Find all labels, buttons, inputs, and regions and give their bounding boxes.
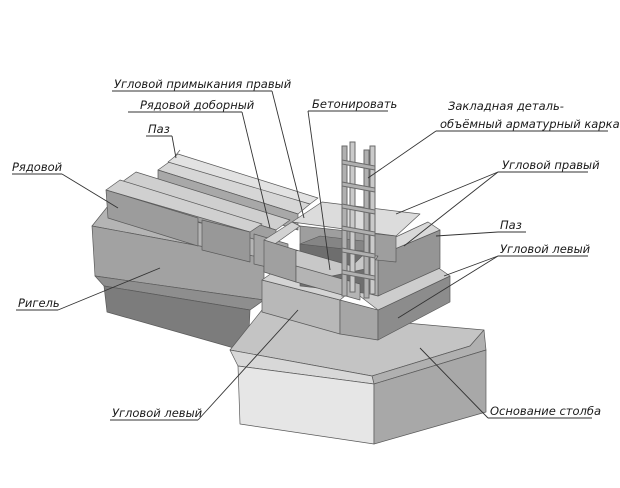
leader-groove-right [435, 231, 499, 237]
label-beam: Ригель [18, 296, 60, 310]
pillar-base [229, 309, 487, 445]
leader-corner-right-2 [403, 171, 499, 247]
label-groove-left: Паз [148, 122, 170, 136]
leader-lines [12, 90, 608, 421]
leader-embedded [367, 130, 437, 179]
label-groove-right: Паз [500, 218, 522, 232]
leader-pillar-base [419, 347, 489, 419]
leader-concrete [307, 110, 331, 271]
rebar-ring-1 [341, 159, 376, 171]
rebar-post-4 [369, 145, 376, 295]
rebar-ring-4 [341, 225, 376, 237]
groove-strip [167, 153, 319, 205]
rebar-ring-2 [341, 181, 376, 193]
labels: Угловой примыкания правый Рядовой доборн… [12, 77, 620, 420]
leader-beam [57, 267, 161, 311]
label-corner-left-right: Угловой левый [500, 242, 591, 256]
rebar-post-2 [363, 149, 370, 299]
leader-corner-left-right-1 [443, 255, 499, 277]
leader-corner-left-right-2 [397, 255, 499, 319]
leader-corner-adjoining-right [271, 90, 305, 219]
rebar-ring-3 [341, 203, 376, 215]
rebar-post-3 [349, 141, 356, 293]
leader-corner-right-1 [395, 171, 499, 215]
leader-corner-left-bottom [197, 309, 299, 421]
leader-groove-left [171, 135, 177, 159]
label-row-additional: Рядовой доборный [140, 98, 255, 112]
rebar-ring-6 [341, 269, 376, 281]
label-corner-right: Угловой правый [502, 158, 600, 172]
rebar-post-1 [341, 145, 348, 297]
leader-row-additional [241, 111, 271, 229]
label-row: Рядовой [12, 160, 63, 174]
label-corner-adjoining-right: Угловой примыкания правый [114, 77, 292, 91]
label-corner-left-bottom: Угловой левый [112, 406, 203, 420]
label-embedded-line2: объёмный арматурный каркас [440, 117, 620, 131]
row-block-front-face-2 [201, 219, 251, 263]
base-side [373, 349, 487, 445]
label-pillar-base: Основание столба [490, 404, 601, 418]
rebar-cage [341, 141, 376, 299]
leader-row [61, 173, 119, 209]
label-embedded-line1: Закладная деталь- [448, 99, 564, 113]
rebar-ring-5 [341, 247, 376, 259]
label-concrete: Бетонировать [312, 97, 397, 111]
row-block-front-top [105, 179, 263, 233]
row-block-front-face-1 [105, 189, 199, 247]
